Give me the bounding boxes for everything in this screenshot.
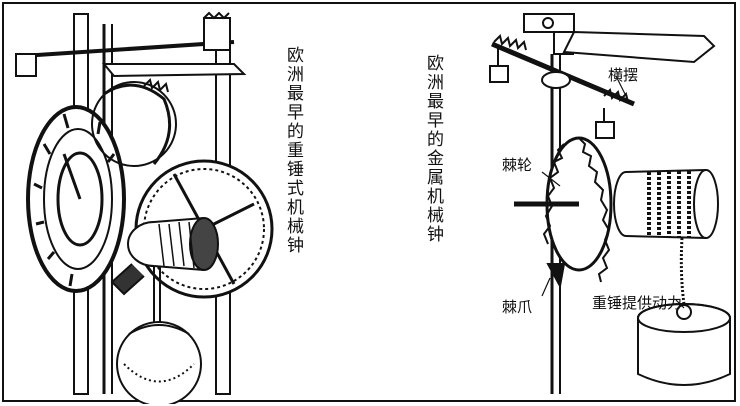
- right-title: 欧洲最早的金属机械钟: [422, 54, 444, 244]
- left-weight-block: [16, 54, 36, 76]
- left-panel: 欧洲最早的重锤式机械钟: [4, 4, 364, 400]
- right-weight-block: [204, 18, 230, 50]
- metal-clock-illustration: [364, 4, 738, 404]
- crossbar: [22, 42, 234, 56]
- left-title: 欧洲最早的重锤式机械钟: [282, 46, 304, 255]
- weight-power-label: 重锤提供动力: [592, 292, 682, 313]
- pawl-label: 棘爪: [502, 296, 532, 317]
- top-beam: [564, 32, 714, 62]
- foliot-weight-left: [490, 66, 508, 82]
- right-panel: 欧洲最早的金属机械钟 横摆 棘轮 棘爪 重锤提供动力: [364, 4, 738, 400]
- weight-clock-illustration: [4, 4, 364, 404]
- foliot-weight-right: [596, 122, 614, 138]
- ratchet-wheel: [544, 138, 611, 282]
- ratchet-wheel-label: 棘轮: [502, 154, 532, 175]
- pawl-shape: [548, 264, 564, 286]
- foliot-label: 横摆: [608, 64, 638, 85]
- figure-frame: 欧洲最早的重锤式机械钟: [2, 2, 736, 402]
- clock-dial: [28, 107, 124, 291]
